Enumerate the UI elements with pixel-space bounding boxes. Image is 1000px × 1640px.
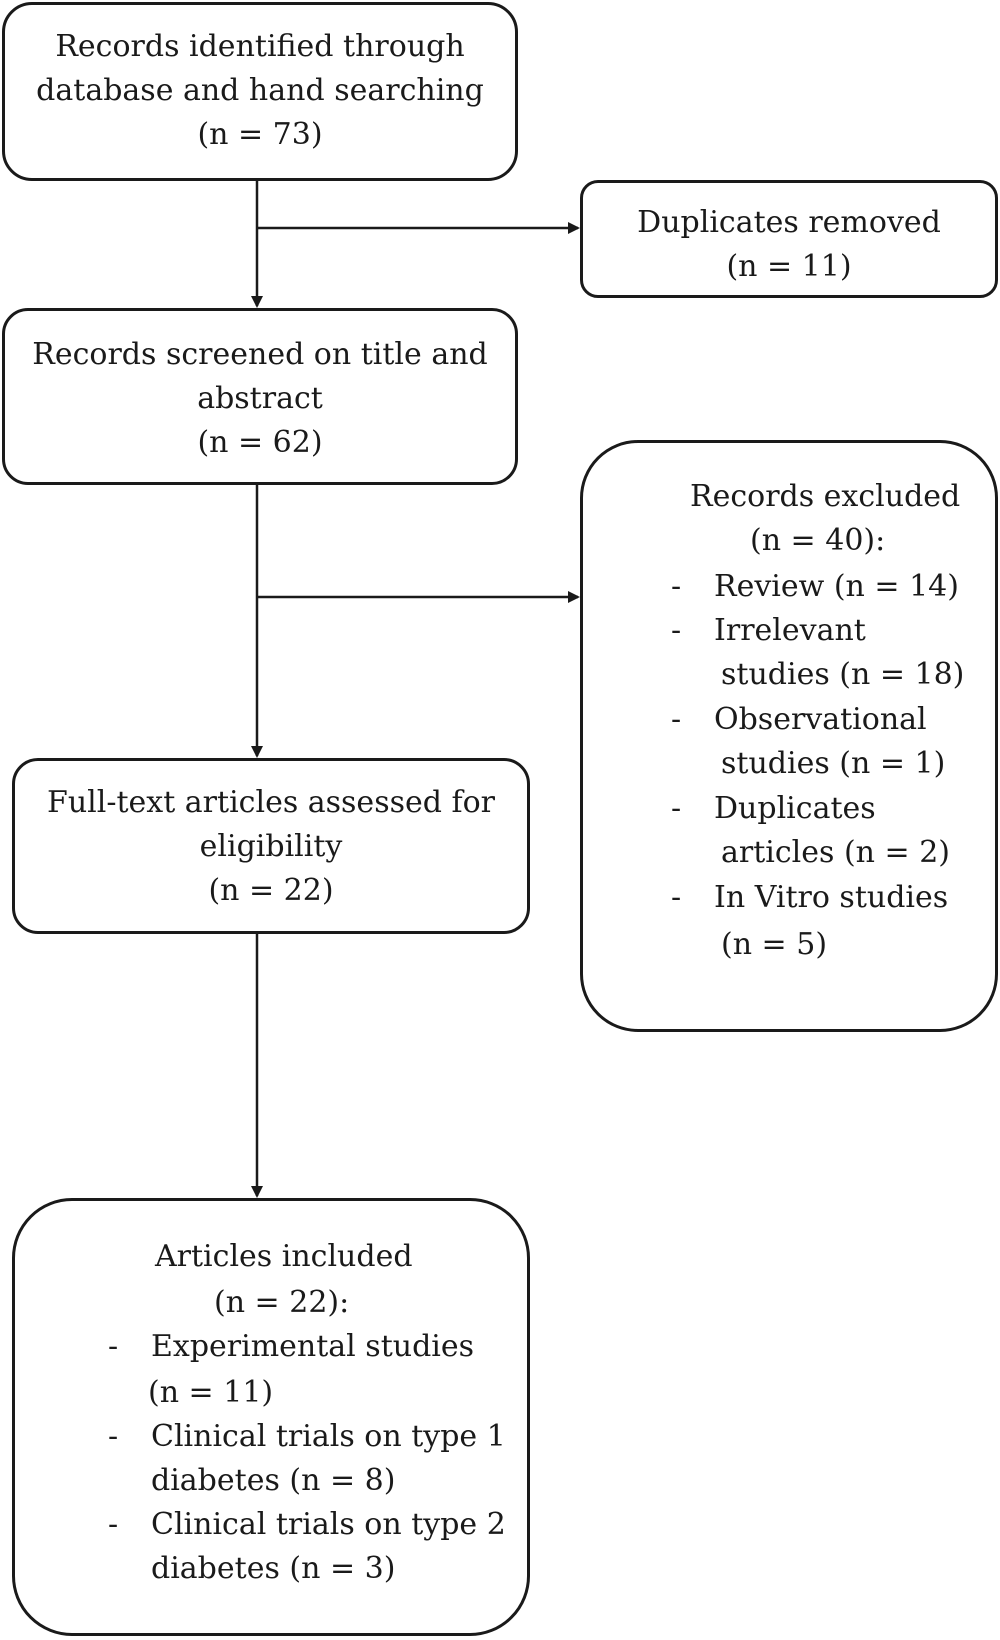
excluded-bullet: - [671, 702, 682, 737]
fulltext-count: (n = 22) [208, 873, 334, 908]
included-item-experimental-2: (n = 11) [148, 1375, 274, 1410]
excluded-item-irrelevant-2: studies (n = 18) [721, 657, 965, 692]
excluded-item-irrelevant-1: Irrelevant [714, 613, 866, 648]
excluded-item-invitro-2: (n = 5) [721, 927, 828, 962]
included-title: Articles included [155, 1239, 413, 1274]
excluded-item-invitro-1: In Vitro studies [714, 880, 949, 915]
screened-box: Records screened on title and abstract (… [2, 308, 518, 485]
excluded-bullet: - [671, 613, 682, 648]
excluded-item-duplicates-1: Duplicates [714, 791, 876, 826]
included-bullet: - [108, 1507, 119, 1542]
included-item-experimental-1: Experimental studies [151, 1329, 475, 1364]
excluded-bullet: - [671, 880, 682, 915]
fulltext-line-1: Full-text articles assessed for [47, 785, 495, 820]
identified-line-2: database and hand searching [36, 73, 484, 108]
screened-count: (n = 62) [197, 425, 323, 460]
excluded-bullet: - [671, 569, 682, 604]
included-bullet: - [108, 1329, 119, 1364]
duplicates-box: Duplicates removed (n = 11) [580, 180, 998, 298]
fulltext-box: Full-text articles assessed for eligibil… [12, 758, 530, 934]
identified-box: Records identified through database and … [2, 2, 518, 181]
excluded-box: Records excluded (n = 40): - Review (n =… [580, 440, 998, 1032]
identified-line-1: Records identified through [55, 29, 465, 64]
duplicates-count: (n = 11) [726, 249, 852, 284]
included-count: (n = 22): [214, 1285, 350, 1320]
excluded-bullet: - [671, 791, 682, 826]
excluded-item-review: Review (n = 14) [714, 569, 959, 604]
excluded-count: (n = 40): [750, 523, 886, 558]
excluded-item-duplicates-2: articles (n = 2) [721, 835, 950, 870]
included-item-type2-2: diabetes (n = 3) [151, 1551, 396, 1586]
fulltext-line-2: eligibility [199, 829, 343, 864]
screened-line-1: Records screened on title and [32, 337, 488, 372]
excluded-item-observational-2: studies (n = 1) [721, 746, 946, 781]
included-item-type1-1: Clinical trials on type 1 [151, 1419, 506, 1454]
excluded-item-observational-1: Observational [714, 702, 927, 737]
included-item-type2-1: Clinical trials on type 2 [151, 1507, 506, 1542]
included-box: Articles included (n = 22): - Experiment… [12, 1198, 530, 1636]
identified-count: (n = 73) [197, 117, 323, 152]
screened-line-2: abstract [197, 381, 323, 416]
duplicates-label: Duplicates removed [637, 205, 941, 240]
included-bullet: - [108, 1419, 119, 1454]
excluded-title: Records excluded [690, 479, 961, 514]
included-item-type1-2: diabetes (n = 8) [151, 1463, 396, 1498]
